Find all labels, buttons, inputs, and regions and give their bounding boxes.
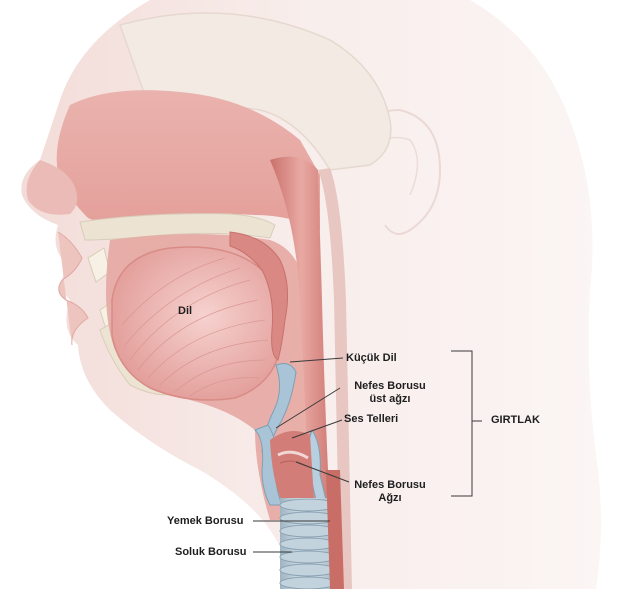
label-trachea: Soluk Borusu <box>175 546 247 559</box>
label-larynx: GIRTLAK <box>491 414 540 427</box>
label-esophagus: Yemek Borusu <box>167 515 243 528</box>
tongue <box>112 247 281 400</box>
label-epiglottis: Nefes Borusu üst ağzı <box>348 380 432 406</box>
label-epiglottis-line1: Nefes Borusu <box>348 380 432 393</box>
label-epiglottis-line2: üst ağzı <box>348 393 432 406</box>
label-uvula: Küçük Dil <box>346 352 397 365</box>
label-tongue: Dil <box>178 305 192 318</box>
label-glottis: Nefes Borusu Ağzı <box>348 479 432 505</box>
label-vocal-cords: Ses Telleri <box>344 413 398 426</box>
label-glottis-line1: Nefes Borusu <box>348 479 432 492</box>
label-glottis-line2: Ağzı <box>348 492 432 505</box>
